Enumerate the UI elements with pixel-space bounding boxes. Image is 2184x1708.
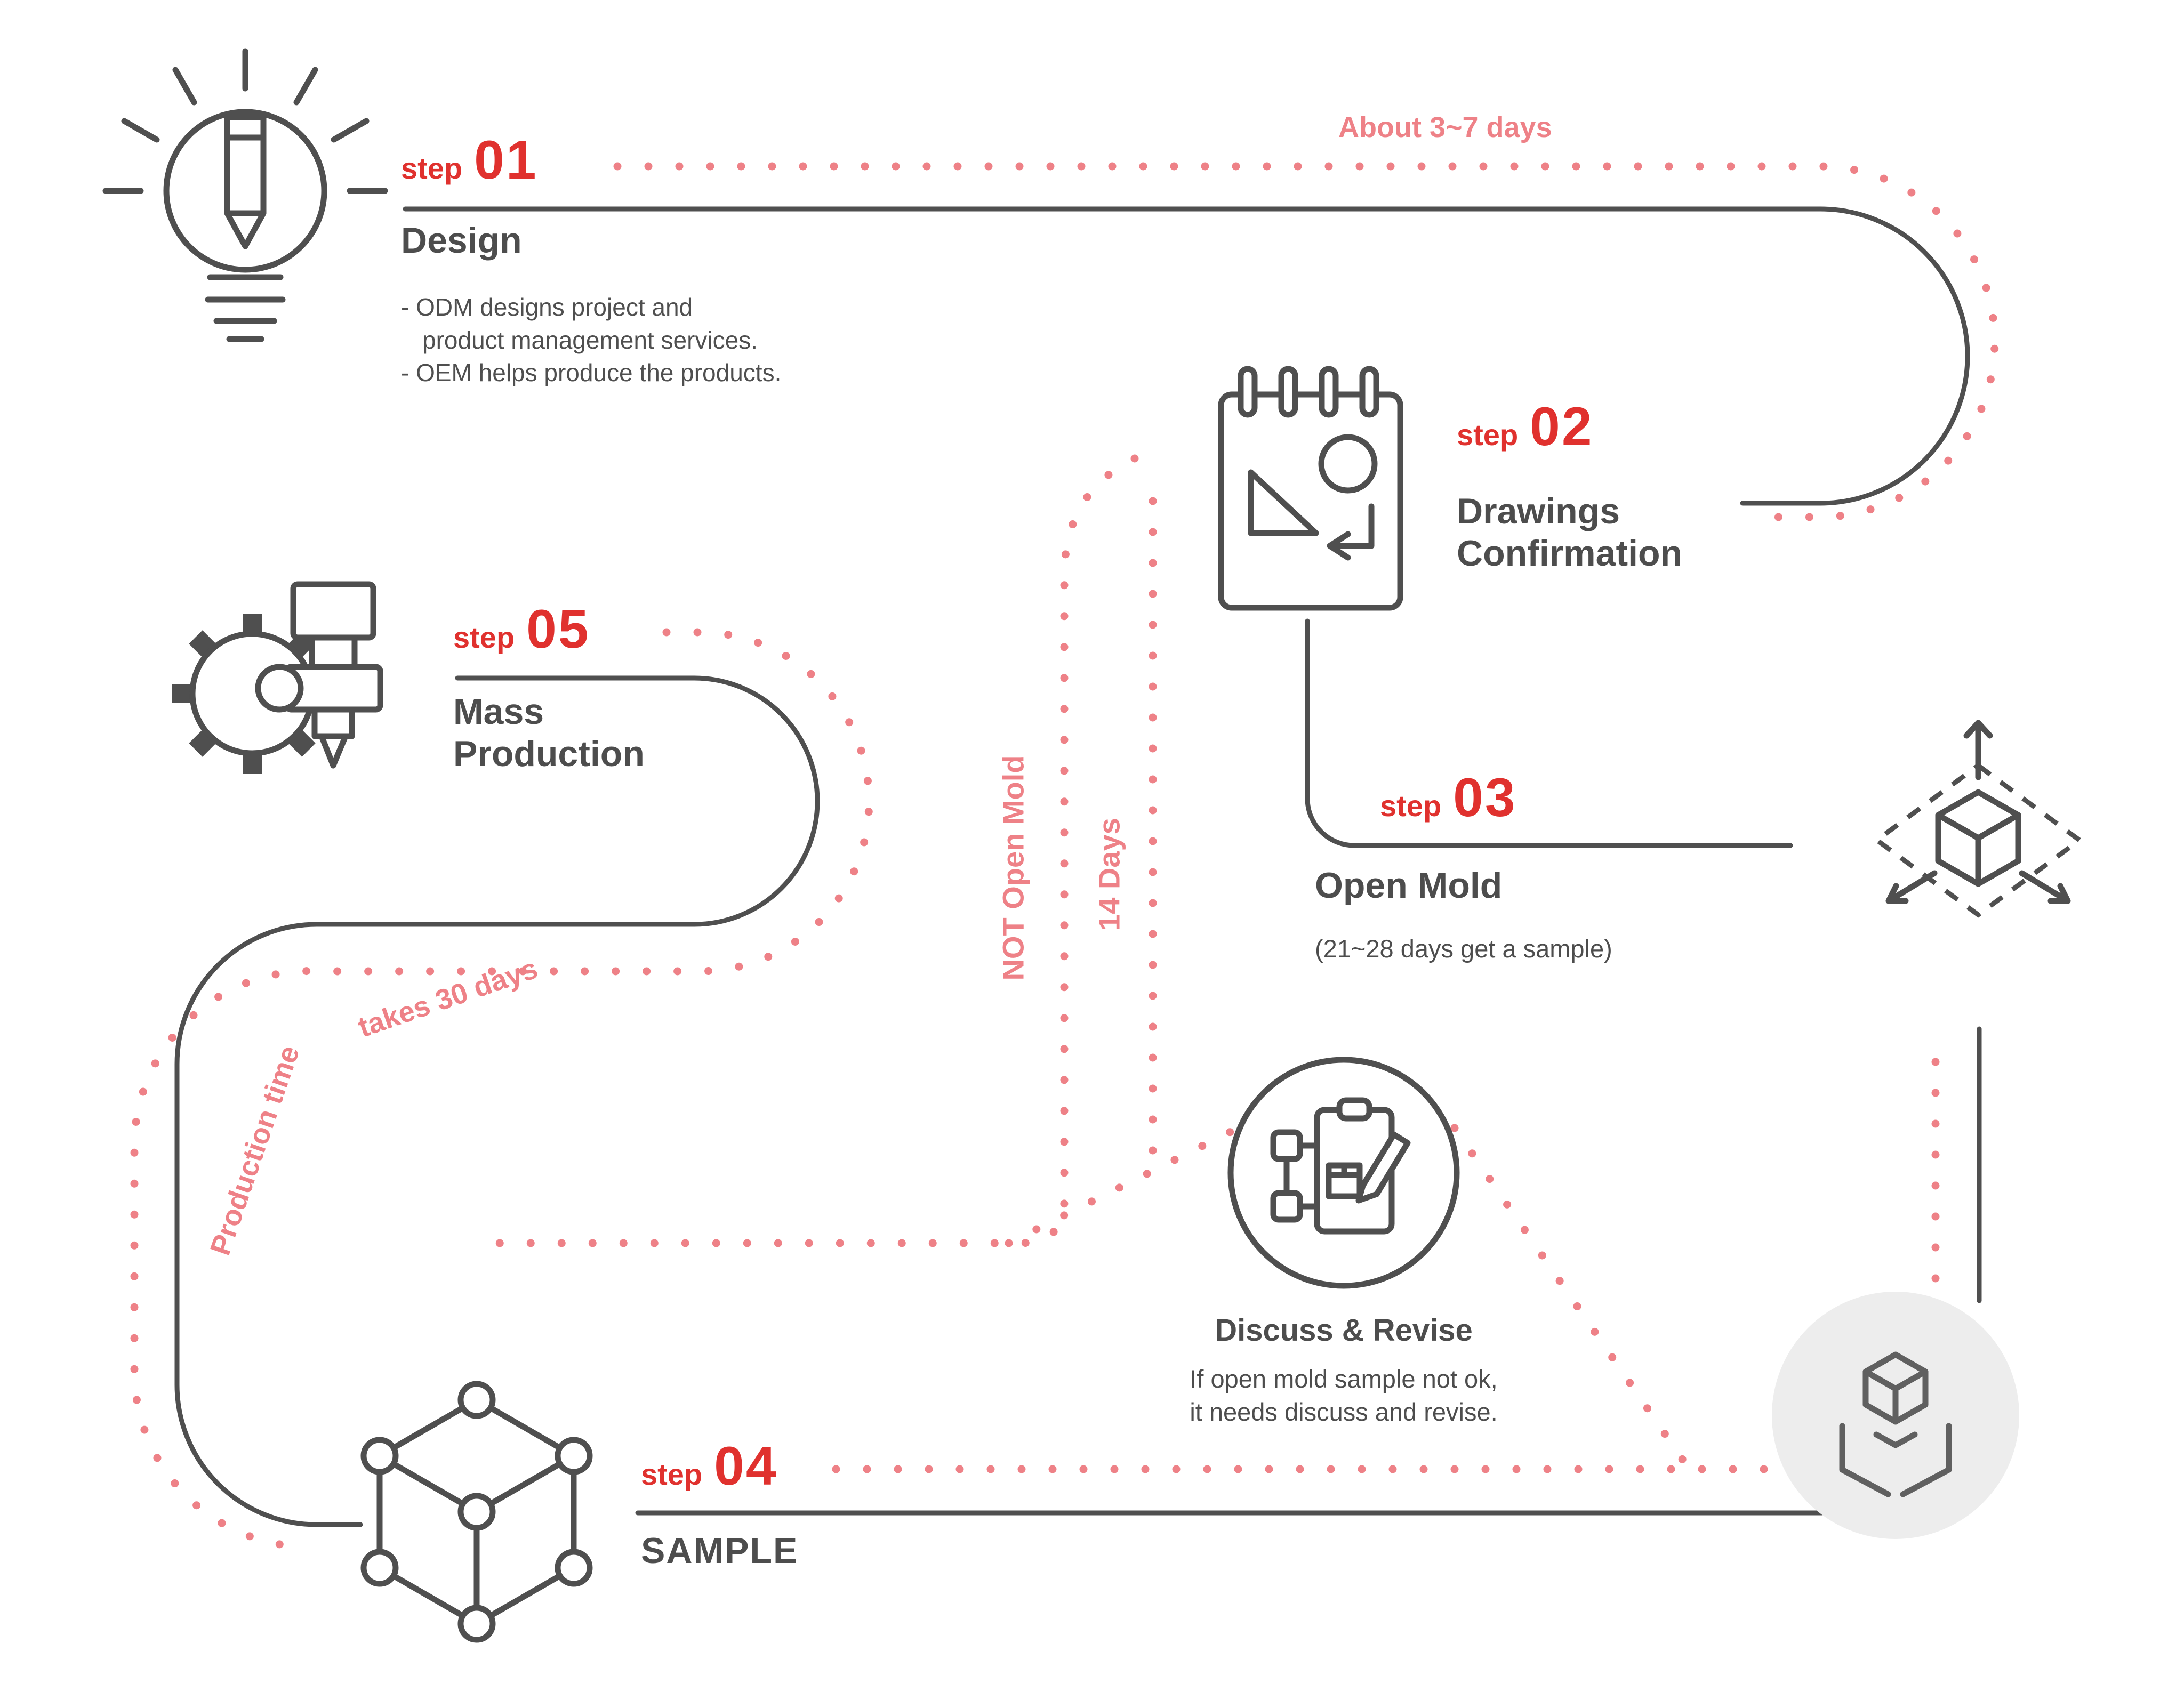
step-01-word: step: [401, 151, 463, 185]
step-05-title-line-2: Production: [453, 733, 645, 774]
step-05-title: Mass Production: [453, 691, 645, 775]
3d-axis-cube-icon: [1873, 720, 2084, 918]
discuss-description: If open mold sample not ok, it needs dis…: [1077, 1363, 1610, 1429]
clipboard-revise-icon: [1227, 1057, 1460, 1289]
step-02-title-line-1: Drawings: [1457, 491, 1620, 531]
annotation-not-open-mold: NOT Open Mold: [996, 755, 1030, 981]
step-03-subtitle: (21~28 days get a sample): [1315, 934, 1612, 963]
step-01-label: step 01: [401, 129, 538, 191]
annotation-about-days: About 3~7 days: [1338, 111, 1552, 143]
step-03-title: Open Mold: [1315, 865, 1503, 906]
step-05-number: 05: [526, 599, 590, 659]
step-01-desc-line-2: product management services.: [422, 326, 758, 354]
step-01-number: 01: [474, 130, 538, 190]
step-03-label: step 03: [1380, 767, 1517, 829]
step-02-title-line-2: Confirmation: [1457, 533, 1683, 574]
annotation-14-days: 14 Days: [1092, 818, 1126, 931]
step-03-word: step: [1380, 789, 1442, 823]
step-01-desc-line-3: - OEM helps produce the products.: [401, 359, 782, 387]
discuss-line-2: it needs discuss and revise.: [1190, 1398, 1498, 1427]
step-03-number: 03: [1453, 767, 1517, 828]
drawings-notepad-icon: [1218, 366, 1403, 611]
step-02-title: Drawings Confirmation: [1457, 490, 1682, 575]
flow-line-step5-loop: [174, 675, 820, 1527]
step-01-title: Design: [401, 220, 522, 261]
flow-line-step2-to-3: [1305, 618, 1793, 848]
step-04-word: step: [641, 1457, 703, 1491]
step-01-desc-line-1: - ODM designs project and: [401, 293, 693, 321]
discuss-line-1: If open mold sample not ok,: [1190, 1365, 1498, 1393]
flow-line-step1: [403, 206, 1970, 506]
step-02-number: 02: [1530, 396, 1594, 457]
step-05-word: step: [453, 621, 515, 654]
step-04-label: step 04: [641, 1435, 778, 1497]
dotted-line-step5: [130, 628, 873, 1551]
discuss-title: Discuss & Revise: [1215, 1313, 1473, 1348]
step-04-title: SAMPLE: [641, 1530, 799, 1571]
dotted-line-step1: [613, 162, 1999, 521]
step-05-title-line-1: Mass: [453, 691, 544, 732]
dotted-line-discuss-left: [1005, 1124, 1242, 1247]
3d-print-platform-icon: [1772, 1292, 2019, 1539]
step-01-description: - ODM designs project and product manage…: [401, 291, 860, 390]
idea-lightbulb-pencil-icon: [102, 48, 388, 342]
step-02-label: step 02: [1457, 396, 1594, 458]
gear-machine-icon: [172, 581, 383, 774]
step-04-number: 04: [714, 1436, 778, 1496]
cube-network-icon: [360, 1381, 593, 1643]
step-02-word: step: [1457, 418, 1519, 452]
step-05-label: step 05: [453, 598, 590, 660]
